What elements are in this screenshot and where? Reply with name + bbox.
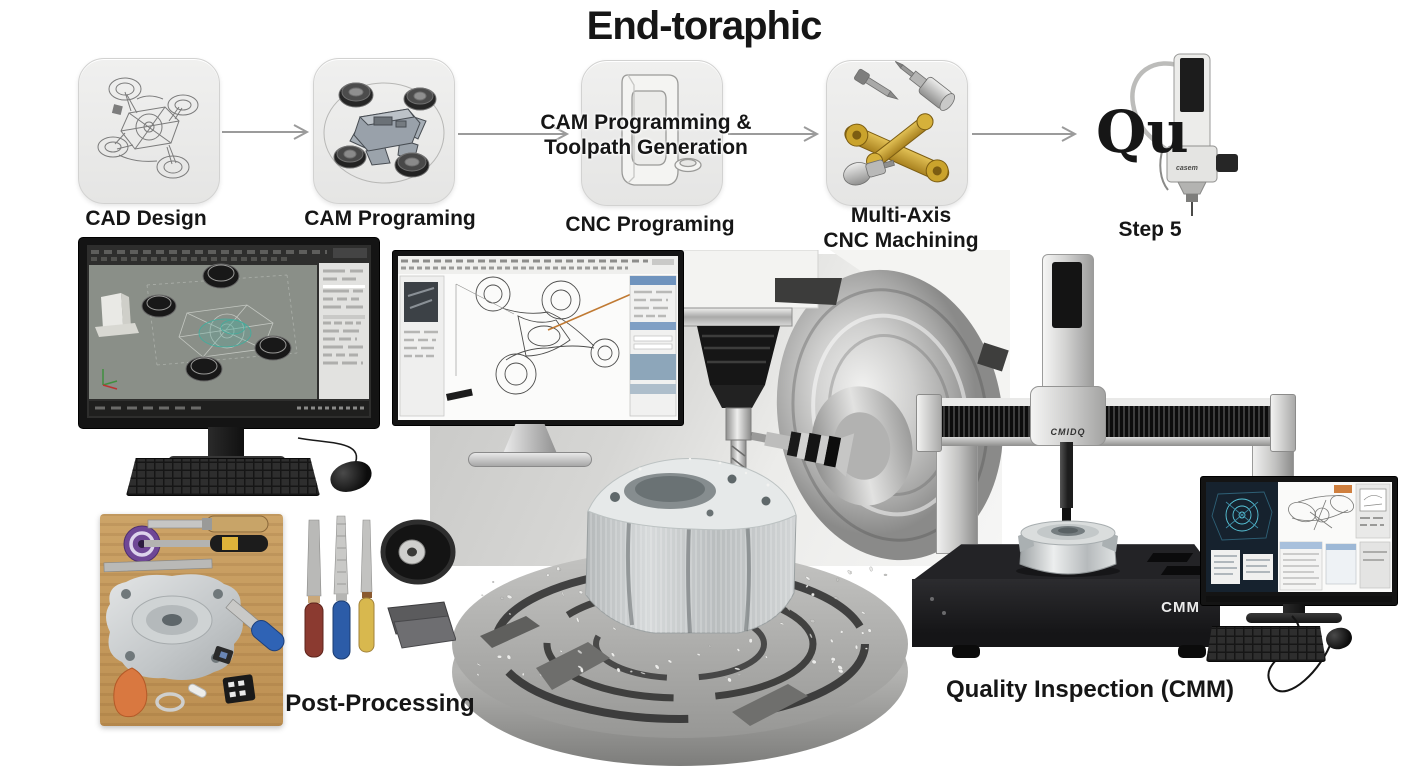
abrasive-wheel <box>380 519 456 585</box>
cmm-keyboard <box>1206 626 1326 662</box>
cmm-beam-cap-right <box>1270 394 1296 452</box>
probe-black-panel <box>1180 58 1204 112</box>
flow-arrow-2 <box>458 126 570 142</box>
step4-label-line1: Multi-Axis <box>850 204 952 227</box>
cmm-carriage: CMIDQ <box>1030 386 1106 446</box>
probe-brand-text: casem <box>1176 165 1198 172</box>
cmm-base-screw <box>942 611 946 615</box>
cmm-base-slot <box>1146 553 1194 562</box>
files-and-abrasives <box>304 515 456 660</box>
rotary-table <box>452 550 908 766</box>
step2-label: CAM Programing <box>304 207 476 230</box>
orange-leaf <box>113 667 148 718</box>
machined-part <box>106 574 243 680</box>
step1-label: CAD Design <box>85 207 207 230</box>
probe-knob <box>1216 154 1238 172</box>
step4-tile <box>826 60 968 206</box>
cmm-z-column-panel <box>1052 262 1082 328</box>
step1-tile <box>78 58 220 204</box>
cmm-base-front: CMM <box>912 579 1220 647</box>
shaded-drone-model-icon <box>323 82 445 184</box>
flow-arrow-1 <box>222 124 310 140</box>
cad-monitor-stand <box>208 427 244 458</box>
file-yellow-handle <box>358 519 375 653</box>
step4-label-line2: CNC Machining <box>823 229 979 252</box>
cmm-probe-icon: casem <box>1130 53 1238 216</box>
cad-screen <box>87 245 371 418</box>
cmm-inspected-part <box>1016 520 1120 577</box>
cam-screen <box>398 256 678 420</box>
probe-taper <box>1177 181 1207 195</box>
chisel <box>147 515 269 533</box>
cmm-bridge-beam <box>920 398 1292 446</box>
probe-bracket <box>1159 147 1169 191</box>
cmm-monitor-chin <box>1206 596 1392 602</box>
page-title: End-toraphic <box>586 4 823 48</box>
flow-arrow-4 <box>972 126 1078 142</box>
probe-collet <box>1186 194 1198 202</box>
overlay-line2: Toolpath Generation <box>544 136 748 159</box>
wireframe-detail <box>111 104 123 116</box>
flow-arrow-3 <box>728 126 820 142</box>
screwdriver <box>144 535 268 552</box>
blue-chisel <box>225 598 285 652</box>
cmm-screen <box>1206 482 1392 592</box>
metal-ruler <box>103 558 213 573</box>
sanding-pads <box>387 601 456 649</box>
cmm-monitor-stand <box>1283 604 1305 615</box>
wireframe-drone-icon <box>97 77 199 179</box>
cmm-foot-left <box>952 645 980 658</box>
gold-parts-and-cutters-icon <box>843 61 955 186</box>
cam-monitor <box>392 250 684 426</box>
cmm-probe-head <box>1062 508 1071 521</box>
cmm-base-label: CMM <box>1161 599 1200 616</box>
cmm-base-screw <box>930 597 934 601</box>
cmm-software-ui <box>1206 482 1392 592</box>
quality-inspection-label: Quality Inspection (CMM) <box>946 676 1234 703</box>
step3-tile <box>581 60 723 206</box>
file-red-handle <box>304 519 324 658</box>
cam-monitor-base <box>468 452 592 467</box>
cmm-beam-bellows <box>920 406 1292 437</box>
cmm-beam-cap-left <box>916 394 942 452</box>
machined-part-outline-icon <box>621 74 702 186</box>
step3-label: CNC Programing <box>565 213 735 236</box>
cad-software-ui <box>87 245 371 418</box>
step4-label: Multi-Axis CNC Machining <box>806 203 996 253</box>
file-blue-handle <box>332 515 351 660</box>
quality-partial-word: Qu <box>1096 98 1189 166</box>
cam-software-ui <box>398 256 678 420</box>
cmm-probe-shaft <box>1060 442 1073 508</box>
toolpath-overlay-text: CAM Programming & Toolpath Generation <box>531 110 761 160</box>
post-processing-tools <box>103 515 285 718</box>
cad-monitor <box>78 237 380 429</box>
step5-label: Step 5 <box>1118 218 1182 241</box>
cad-keyboard <box>126 458 320 496</box>
probe-cable <box>1130 61 1187 152</box>
aluminum-workpiece <box>585 457 797 634</box>
overlay-line1: CAM Programming & <box>540 111 752 134</box>
cmm-monitor <box>1200 476 1398 606</box>
cmm-beam-rail <box>920 437 1292 446</box>
cmm-left-leg <box>936 438 978 554</box>
cmm-brand-text: CMIDQ <box>1050 427 1086 437</box>
step2-tile <box>313 58 455 204</box>
small-parts <box>155 646 256 712</box>
post-processing-label: Post-Processing <box>285 690 475 717</box>
cmm-foot-right <box>1178 645 1206 658</box>
